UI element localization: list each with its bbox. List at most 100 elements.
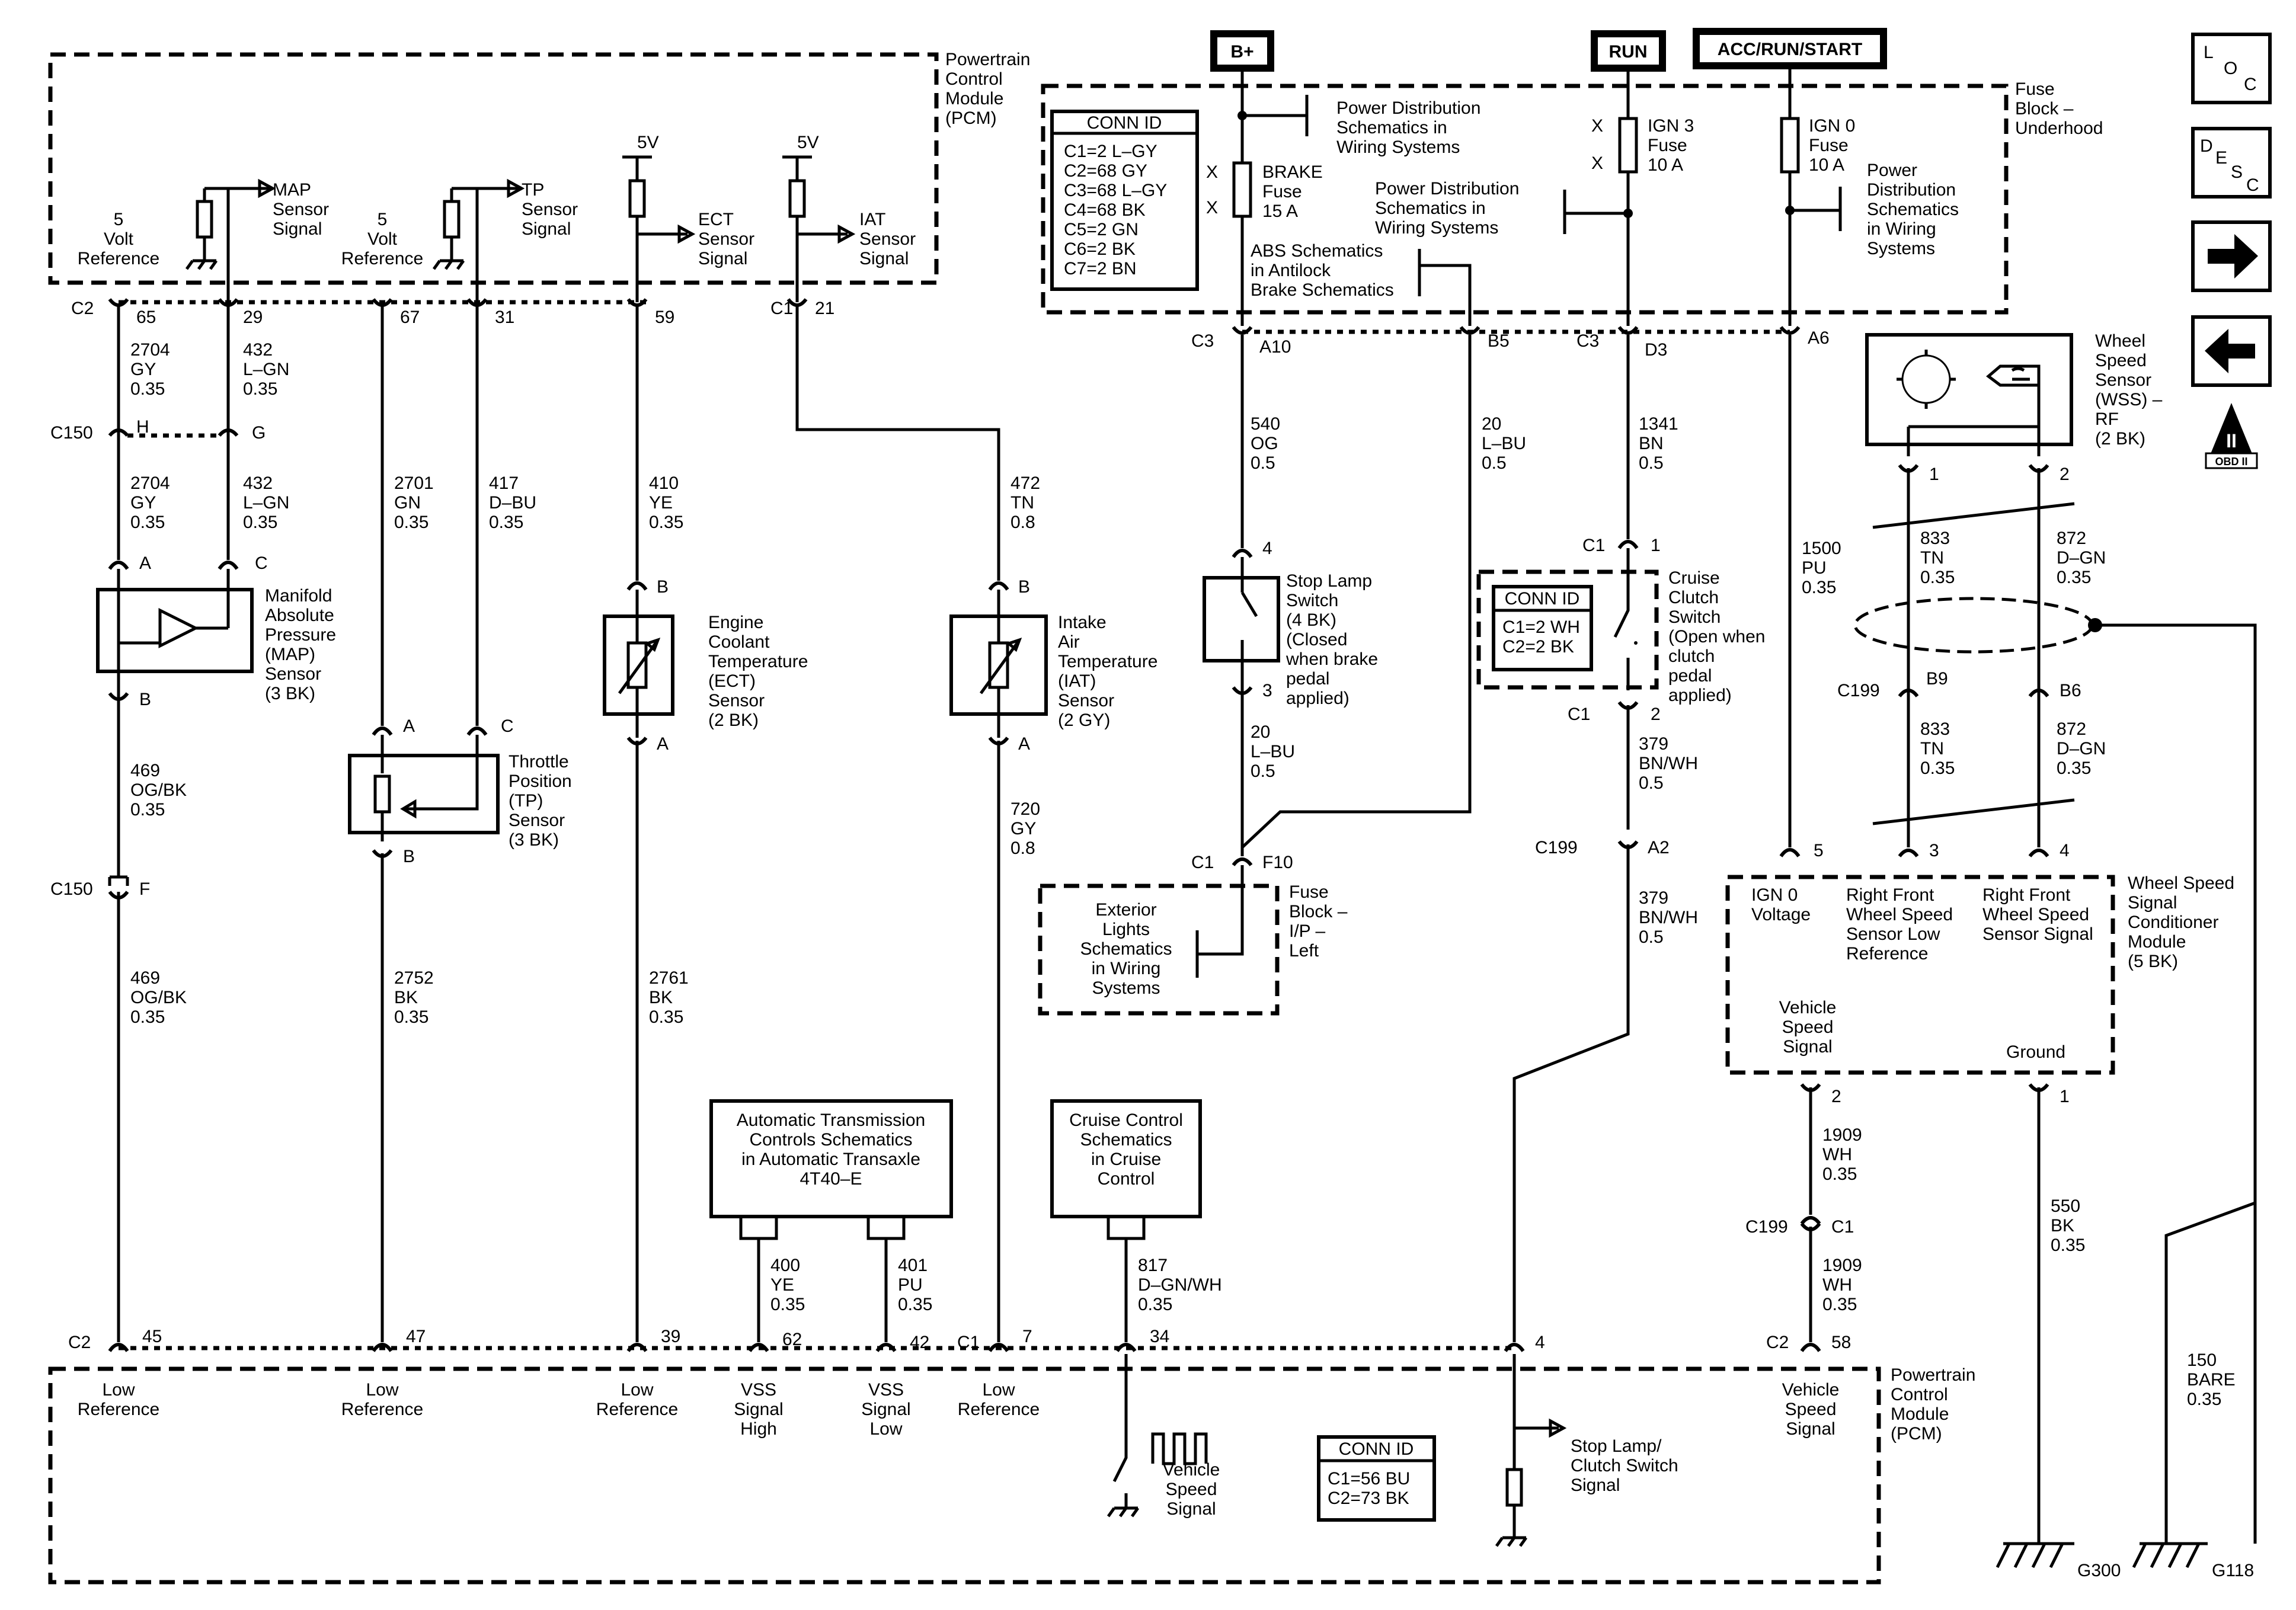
label-iat-signal: IAT Sensor Signal <box>859 210 916 268</box>
svg-text:Schematics in: Schematics in <box>1336 118 1447 137</box>
svg-text:Signal: Signal <box>859 249 909 268</box>
svg-text:0.8: 0.8 <box>1011 838 1035 858</box>
svg-text:applied): applied) <box>1668 686 1732 705</box>
svg-text:pedal: pedal <box>1668 666 1712 686</box>
wire-817-label: 817 D–GN/WH 0.35 <box>1138 1256 1222 1314</box>
svg-text:Control: Control <box>945 69 1003 89</box>
svg-text:D–GN: D–GN <box>2057 739 2106 758</box>
svg-text:MAP: MAP <box>273 180 311 200</box>
svg-text:OG: OG <box>1251 434 1278 453</box>
svg-text:WH: WH <box>1822 1275 1852 1295</box>
svg-text:469: 469 <box>130 968 160 988</box>
svg-text:0.5: 0.5 <box>1251 453 1275 473</box>
svg-text:Schematics: Schematics <box>1080 939 1172 959</box>
wssc-label: Wheel Speed Signal Conditioner Module (5… <box>2128 873 2234 971</box>
arrow-left-icon[interactable] <box>2191 315 2272 387</box>
svg-text:C2=2 BK: C2=2 BK <box>1502 637 1574 657</box>
svg-text:Sensor: Sensor <box>1058 691 1114 710</box>
wire-540-label: 540 OG 0.5 <box>1251 414 1280 473</box>
svg-text:469: 469 <box>130 761 160 780</box>
desc-icon[interactable]: D E S C <box>2191 127 2272 199</box>
svg-text:Coolant: Coolant <box>708 632 770 652</box>
svg-text:ACC/RUN/START: ACC/RUN/START <box>1718 40 1862 59</box>
svg-text:Power Distribution: Power Distribution <box>1375 179 1519 199</box>
svg-text:2752: 2752 <box>394 968 434 988</box>
svg-text:GN: GN <box>394 493 421 513</box>
c150-pin-g: G <box>252 423 266 443</box>
vss-signal-high: VSS Signal High <box>734 1380 783 1439</box>
fuse-block-ip-label: Fuse Block – I/P – Left <box>1289 882 1348 961</box>
pin-62: 62 <box>782 1330 802 1349</box>
clutch-pin-2: 2 <box>1651 705 1661 724</box>
ground-g300: G300 <box>1996 1542 2121 1580</box>
svg-text:(MAP): (MAP) <box>265 645 315 664</box>
svg-text:C3=68 L–GY: C3=68 L–GY <box>1064 181 1167 200</box>
wire-379-label-b: 379 BN/WH 0.5 <box>1639 888 1698 947</box>
loc-icon[interactable]: L O C <box>2191 33 2272 104</box>
wss-pin-2: 2 <box>2060 465 2070 484</box>
wire-2701-label: 2701 GN 0.35 <box>394 473 434 532</box>
svg-text:872: 872 <box>2057 529 2086 548</box>
svg-text:20: 20 <box>1482 414 1501 434</box>
svg-text:OG/BK: OG/BK <box>130 780 187 800</box>
wssc-rf-low-label: Right Front Wheel Speed Sensor Low Refer… <box>1846 885 1953 964</box>
svg-text:1500: 1500 <box>1802 539 1841 558</box>
svg-text:Stop Lamp/: Stop Lamp/ <box>1571 1436 1662 1456</box>
svg-text:Powertrain: Powertrain <box>945 50 1030 69</box>
wire-1909-label-b: 1909 WH 0.35 <box>1822 1256 1862 1314</box>
svg-text:540: 540 <box>1251 414 1280 434</box>
svg-text:Speed: Speed <box>2095 351 2147 370</box>
arrow-right-icon[interactable] <box>2191 220 2272 292</box>
trans-ref-box: Automatic Transmission Controls Schemati… <box>709 1099 953 1342</box>
svg-text:432: 432 <box>243 340 273 360</box>
pcm-bottom-title: Powertrain Control Module (PCM) <box>1891 1365 1975 1443</box>
pin-59: 59 <box>655 308 674 327</box>
c199-pin-b9: B9 <box>1926 669 1948 689</box>
svg-text:0.35: 0.35 <box>2057 568 2091 587</box>
ect-signal-circuit <box>622 155 696 302</box>
obd-ii-icon: II OBD II <box>2205 403 2258 469</box>
stop-lamp-switch-label: Stop Lamp Switch (4 BK) (Closed when bra… <box>1285 571 1378 708</box>
svg-text:Signal: Signal <box>1786 1419 1835 1439</box>
svg-text:GY: GY <box>130 360 156 379</box>
svg-text:TN: TN <box>1011 493 1034 513</box>
ect-pin-b: B <box>657 577 669 597</box>
map-pin-c: C <box>255 553 268 573</box>
svg-text:ECT: ECT <box>698 210 734 229</box>
svg-text:VSS: VSS <box>741 1380 776 1400</box>
svg-text:5: 5 <box>114 210 124 229</box>
svg-text:Throttle: Throttle <box>509 752 569 772</box>
svg-text:BN: BN <box>1639 434 1664 453</box>
pin-67: 67 <box>400 308 420 327</box>
tp-pin-a: A <box>403 716 415 736</box>
svg-text:Low: Low <box>621 1380 653 1400</box>
svg-text:10 A: 10 A <box>1809 155 1844 175</box>
svg-text:400: 400 <box>770 1256 800 1275</box>
svg-text:Sensor: Sensor <box>2095 370 2151 390</box>
svg-text:(PCM): (PCM) <box>945 108 997 128</box>
clutch-switch-contacts <box>1613 548 1639 830</box>
c199-pin-b6: B6 <box>2060 681 2081 700</box>
svg-text:L–GN: L–GN <box>243 493 289 513</box>
svg-text:Reference: Reference <box>78 249 159 268</box>
svg-text:B+: B+ <box>1230 42 1253 62</box>
wire-720-label: 720 GY 0.8 <box>1011 799 1040 858</box>
svg-text:Reference: Reference <box>341 1400 423 1419</box>
svg-text:Block –: Block – <box>1289 902 1348 921</box>
svg-text:pedal: pedal <box>1286 669 1329 689</box>
svg-text:Control: Control <box>1891 1385 1948 1404</box>
svg-text:Low: Low <box>366 1380 398 1400</box>
svg-text:0.35: 0.35 <box>130 379 165 399</box>
abs-ref: ABS Schematics in Antilock Brake Schemat… <box>1251 241 1394 300</box>
svg-text:BARE: BARE <box>2187 1370 2236 1390</box>
wire-2761-label: 2761 BK 0.35 <box>649 968 689 1027</box>
svg-text:ABS Schematics: ABS Schematics <box>1251 241 1383 261</box>
low-ref-4: Low Reference <box>958 1380 1040 1419</box>
svg-text:0.5: 0.5 <box>1639 773 1664 793</box>
bplus-label: B+ <box>1210 30 1274 72</box>
pin-c3-a: C3 <box>1191 331 1214 351</box>
svg-text:0.35: 0.35 <box>898 1295 932 1314</box>
svg-text:Intake: Intake <box>1058 613 1107 632</box>
wss-pin-1: 1 <box>1929 465 1939 484</box>
svg-text:in Wiring: in Wiring <box>1867 219 1936 239</box>
